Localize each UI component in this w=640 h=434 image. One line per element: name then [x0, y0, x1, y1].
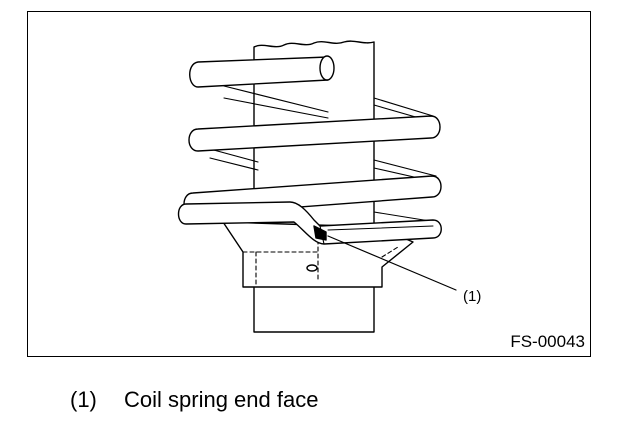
caption-text: Coil spring end face: [124, 387, 319, 412]
coil-back-lines: [209, 85, 437, 223]
coil-turn-second: [188, 115, 441, 152]
coil-end-face-marker: [313, 225, 327, 241]
figure-frame: (1) FS-00043: [27, 11, 591, 357]
seat-hole: [306, 264, 318, 272]
caption: (1) Coil spring end face: [70, 387, 318, 413]
coil-turn-top: [189, 55, 335, 88]
callout-leader: [327, 235, 457, 291]
caption-number: (1): [70, 387, 97, 412]
figure-code: FS-00043: [510, 332, 585, 351]
coil-spring-drawing: [177, 40, 457, 333]
callout-label-1: (1): [463, 288, 482, 305]
